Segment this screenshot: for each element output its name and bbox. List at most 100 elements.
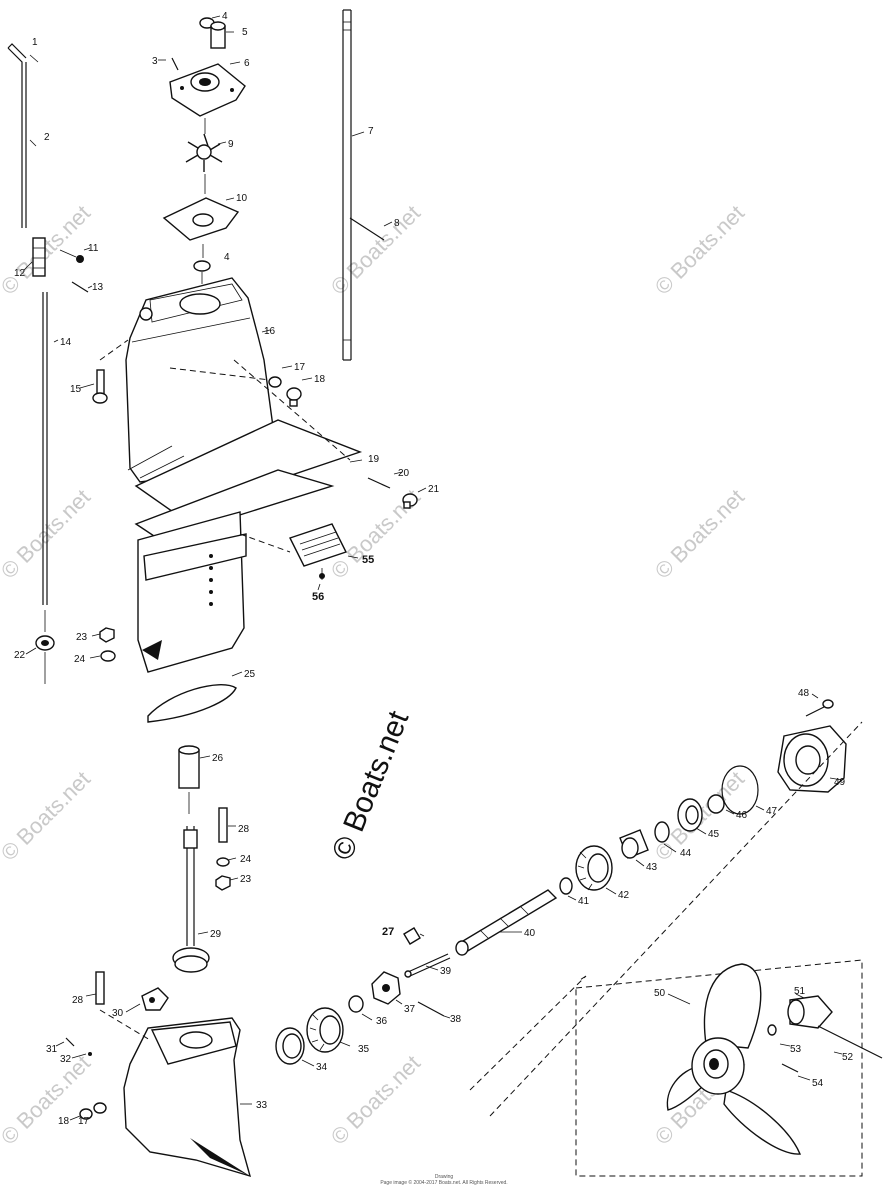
part-clutch-dog: [371, 971, 401, 1005]
part-thrust-washer-36: [348, 995, 364, 1013]
part-seal-46: [707, 794, 725, 814]
footer-line-2: Page image © 2004-2017 Boats.net. All Ri…: [380, 1179, 507, 1186]
part-washer-44: [654, 821, 670, 843]
part-number-label-5: 5: [242, 27, 248, 38]
part-number-label-34: 34: [316, 1062, 328, 1073]
part-number-label-23: 23: [240, 874, 252, 885]
part-pin-13: [71, 281, 89, 293]
part-screw-11: [59, 249, 84, 263]
part-number-label-25: 25: [244, 669, 256, 680]
part-impeller-plate: [162, 197, 240, 241]
part-bearing-45: [677, 798, 703, 832]
part-number-label-24: 24: [240, 854, 252, 865]
part-number-label-6: 6: [244, 58, 250, 69]
part-bearing-34: [275, 1027, 305, 1065]
part-number-label-42: 42: [618, 890, 630, 901]
part-number-label-53: 53: [790, 1044, 802, 1055]
part-screw-31: [65, 1037, 75, 1047]
part-number-label-17: 17: [78, 1116, 90, 1127]
part-number-label-20: 20: [398, 468, 410, 479]
guide-line-shaft: [469, 975, 587, 1091]
part-plug-18: [286, 387, 302, 407]
part-number-label-37: 37: [404, 1004, 416, 1015]
part-screw-48: [805, 699, 834, 717]
part-number-label-28: 28: [238, 824, 250, 835]
part-screw-21: [402, 493, 418, 509]
part-water-intake-grille: [289, 523, 347, 567]
part-pin-54: [781, 1063, 799, 1073]
part-water-tube-grommet-5: [210, 21, 226, 49]
part-number-label-41: 41: [578, 896, 590, 907]
part-reverse-gear: [575, 845, 613, 891]
part-bolt-15: [92, 369, 108, 404]
watermark-faint: © Boats.net: [0, 766, 95, 865]
part-number-label-39: 39: [440, 966, 452, 977]
part-number-label-7: 7: [368, 126, 374, 137]
part-gear-case: [123, 1017, 252, 1178]
part-number-label-22: 22: [14, 650, 26, 661]
part-number-label-16: 16: [264, 326, 276, 337]
part-number-label-31: 31: [46, 1044, 58, 1055]
part-number-label-12: 12: [14, 268, 26, 279]
part-bearing-housing: [777, 725, 847, 793]
part-screw-56: [319, 568, 325, 580]
part-washer-17-lower: [93, 1102, 107, 1114]
part-number-label-46: 46: [736, 810, 748, 821]
part-number-label-4: 4: [222, 11, 228, 22]
footer-line-1: Drawing: [435, 1174, 454, 1180]
part-number-label-56: 56: [312, 591, 324, 603]
watermark-main: © Boats.net: [326, 706, 416, 865]
part-number-label-1: 1: [32, 37, 38, 48]
part-number-label-49: 49: [834, 777, 846, 788]
guide-line-housing: [489, 721, 863, 1117]
part-shifter-shaft: [404, 953, 451, 978]
part-bushing-43: [619, 829, 649, 859]
part-gasket: [147, 684, 237, 723]
part-forward-gear: [306, 1007, 344, 1053]
part-number-label-30: 30: [112, 1008, 124, 1019]
part-number-label-52: 52: [842, 1052, 854, 1063]
part-washer-41: [559, 877, 573, 895]
part-water-pump-housing: [169, 63, 246, 117]
part-number-label-10: 10: [236, 193, 248, 204]
part-washer-53: [767, 1024, 777, 1036]
part-number-label-26: 26: [212, 753, 224, 764]
part-number-label-9: 9: [228, 139, 234, 150]
propeller-detail-box: [575, 959, 863, 1177]
part-stud-28-upper: [218, 807, 228, 843]
part-washer-24-lower: [216, 857, 230, 867]
watermark-faint: © Boats.net: [326, 1050, 425, 1149]
part-number-label-21: 21: [428, 484, 440, 495]
guide-line-housing-bolt: [99, 339, 129, 361]
watermark-faint: © Boats.net: [0, 1050, 95, 1149]
leader-lines: [23, 15, 843, 1121]
watermark-faint: © Boats.net: [0, 200, 95, 299]
guide-line-housing-plug: [169, 367, 271, 381]
part-number-label-40: 40: [524, 928, 536, 939]
part-spacer: [178, 745, 200, 789]
guide-line-plate: [233, 359, 351, 461]
part-number-label-47: 47: [766, 806, 778, 817]
part-shift-rod: [7, 43, 27, 228]
part-number-label-18: 18: [58, 1116, 70, 1127]
part-plug-18-lower: [79, 1108, 93, 1120]
part-number-label-55: 55: [362, 554, 374, 566]
part-number-label-32: 32: [60, 1054, 72, 1065]
watermark-faint: © Boats.net: [650, 200, 749, 299]
part-impeller: [185, 133, 223, 172]
part-number-label-15: 15: [70, 384, 82, 395]
part-number-label-45: 45: [708, 829, 720, 840]
part-number-label-29: 29: [210, 929, 222, 940]
part-number-label-44: 44: [680, 848, 692, 859]
part-number-label-17: 17: [294, 362, 306, 373]
part-screw-3: [171, 57, 179, 71]
part-shift-rod-connector: [32, 237, 46, 277]
part-number-label-18: 18: [314, 374, 326, 385]
part-propeller-shaft: [455, 889, 558, 956]
part-propeller: [666, 963, 802, 1155]
part-number-label-33: 33: [256, 1100, 268, 1111]
part-number-label-36: 36: [376, 1016, 388, 1027]
part-number-labels: 1234567891011121314151617181920212223242…: [14, 11, 854, 1127]
part-bushing-22: [35, 635, 55, 651]
